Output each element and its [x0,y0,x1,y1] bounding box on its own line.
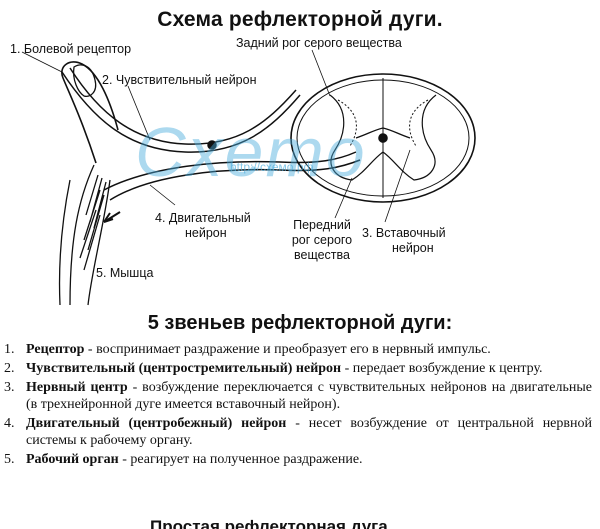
label-dorsal-horn: Задний рог серого вещества [236,36,402,50]
list-item: 4. Двигательный (центробежный) нейрон - н… [4,415,592,449]
item-term: Двигательный (центробежный) нейрон [26,416,287,431]
list-item: 5. Рабочий орган - реагирует на полученно… [4,451,592,468]
watermark-logo: Cxemo [135,113,367,191]
label-interneuron-1: 3. Вставочный [362,226,446,240]
reflex-arc-links-list: 1. Рецептор - воспринимает раздражение и … [4,341,592,470]
item-number: 2. [4,361,15,376]
item-text: - реагирует на полученное раздражение. [118,452,363,467]
list-item: 3. Нервный центр - возбуждение переключае… [4,379,592,413]
list-item: 2. Чувствительный (центростремительный) н… [4,360,592,377]
item-text: - возбуждение переключается с чувствител… [26,380,592,412]
label-sensory-neuron: 2. Чувствительный нейрон [102,73,257,87]
item-term: Чувствительный (центростремительный) ней… [26,361,342,376]
item-text: - воспринимает раздражение и преобразует… [84,342,491,357]
label-interneuron-2: нейрон [392,241,434,255]
muscle-illustration [58,164,111,306]
spinal-cord-section [290,73,476,203]
list-heading: 5 звеньев рефлекторной дуги: [147,312,453,334]
label-ventral-horn-2: рог серого [291,233,353,247]
list-item: 1. Рецептор - воспринимает раздражение и … [4,341,592,358]
diagram-title: Схема рефлекторной дуги. [157,8,443,31]
label-muscle: 5. Мышца [96,266,154,280]
item-term: Рецептор [26,342,85,357]
label-ventral-horn-1: Передний [293,218,351,232]
cut-off-heading: Простая рефлекторная дуга [150,517,388,529]
item-number: 4. [4,416,15,431]
item-number: 1. [4,342,15,357]
label-receptor: 1. Болевой рецептор [10,42,132,56]
spinal-ganglion [207,140,217,150]
item-term: Рабочий орган [26,452,119,467]
finger-illustration [61,61,119,164]
label-motor-neuron-2: нейрон [185,226,227,240]
sensory-nerve [61,67,301,153]
item-number: 5. [4,452,15,467]
label-motor-neuron-1: 4. Двигательный [155,211,251,225]
watermark-url: http://схемо.рф [230,160,314,174]
item-text: - несет возбуждение от центральной нервн… [26,416,592,448]
motor-nerve [103,151,361,223]
pointer-lines [21,49,411,223]
item-number: 3. [4,380,15,395]
label-ventral-horn-3: вещества [294,248,350,262]
item-text: - передает возбуждение к центру. [341,361,543,376]
reflex-arc-diagram [21,49,476,306]
item-term: Нервный центр [26,380,128,395]
